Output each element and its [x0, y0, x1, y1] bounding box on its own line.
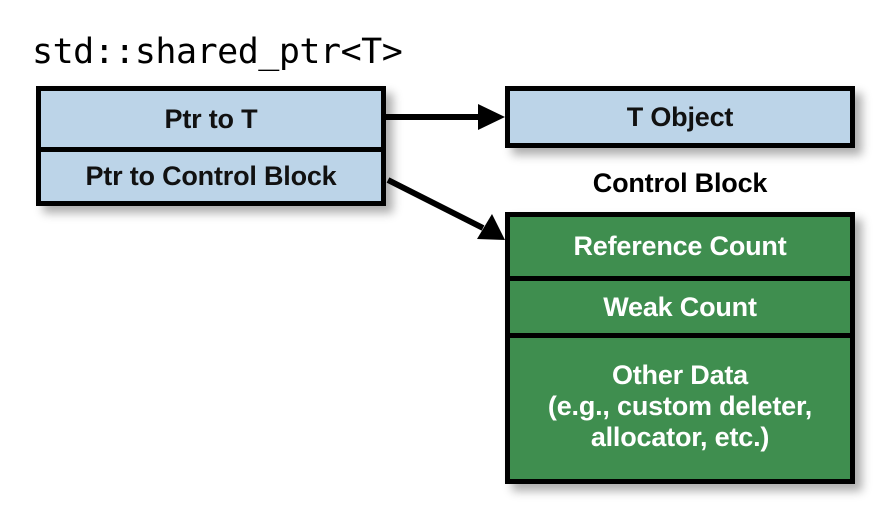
control-block-row-weak-count: Weak Count: [510, 276, 850, 333]
control-block-row-other-data: Other Data (e.g., custom deleter, alloca…: [510, 333, 850, 474]
ptr-to-control-block-arrow: [386, 177, 505, 240]
t-object-label: T Object: [626, 101, 734, 132]
ptr-to-control-block-arrow-head: [477, 214, 505, 240]
control-block-box: Reference Count Weak Count Other Data (e…: [505, 212, 855, 484]
shared-ptr-row-ptr-to-control-block: Ptr to Control Block: [41, 147, 381, 201]
ptr-to-control-block-arrow-line: [386, 177, 485, 231]
t-object-box: T Object: [505, 86, 855, 148]
control-block-row-reference-count: Reference Count: [510, 217, 850, 276]
control-block-row-other-data-line-1: Other Data: [611, 359, 749, 390]
page-title: std::shared_ptr<T>: [32, 32, 403, 72]
shared-ptr-box: Ptr to T Ptr to Control Block: [36, 86, 386, 206]
shared-ptr-row-ptr-to-t: Ptr to T: [164, 103, 258, 134]
control-block-row-weak-count-line-1: Weak Count: [603, 291, 757, 322]
control-block-row-other-data-line-2: (e.g., custom deleter,: [547, 390, 813, 421]
ptr-to-t-arrow: [386, 104, 505, 130]
ptr-to-t-arrow-head: [478, 104, 505, 130]
control-block-caption: Control Block: [592, 168, 768, 198]
control-block-row-reference-count-line-1: Reference Count: [573, 231, 787, 261]
control-block-row-other-data-line-3: allocator, etc.): [590, 421, 770, 452]
